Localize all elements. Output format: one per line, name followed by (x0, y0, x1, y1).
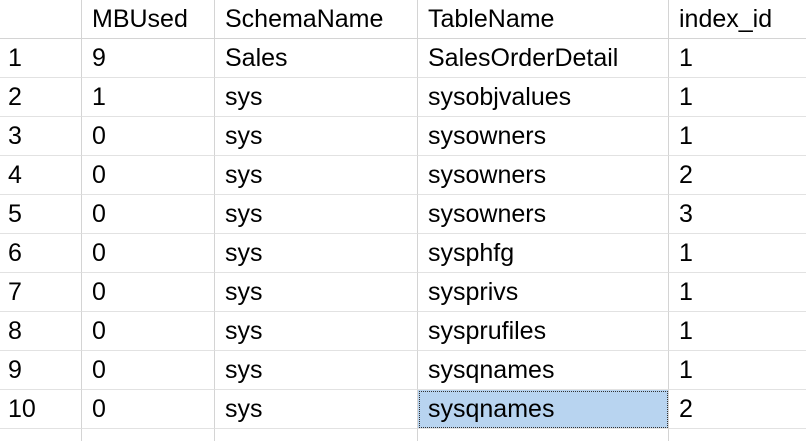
cell-index-id[interactable]: 1 (669, 39, 806, 78)
column-header-tablename[interactable]: TableName (418, 0, 669, 39)
cell-tablename[interactable]: sysobjvalues (418, 78, 669, 117)
cell-schemaname[interactable]: sys (215, 78, 418, 117)
row-number[interactable]: 6 (0, 234, 82, 273)
cell-mbused[interactable]: 0 (82, 390, 215, 429)
row-number[interactable]: 8 (0, 312, 82, 351)
cell-tablename[interactable]: sysowners (418, 117, 669, 156)
row-number[interactable]: 2 (0, 78, 82, 117)
table-row[interactable]: 3 0 sys sysowners 1 (0, 117, 806, 156)
cell-index-id[interactable]: 1 (669, 312, 806, 351)
cell-tablename-selected[interactable]: sysqnames (418, 390, 669, 429)
cell-tablename[interactable]: sysowners (418, 195, 669, 234)
row-number-header[interactable] (0, 0, 82, 39)
cell-mbused[interactable]: 0 (82, 156, 215, 195)
cell-schemaname[interactable]: sys (215, 312, 418, 351)
cell-tablename[interactable]: SalesOrderDetail (418, 39, 669, 78)
cell-schemaname[interactable]: sys (215, 390, 418, 429)
table-row[interactable]: 10 0 sys sysqnames 2 (0, 390, 806, 429)
row-number[interactable]: 5 (0, 195, 82, 234)
cell-schemaname[interactable]: sys (215, 117, 418, 156)
column-header-index-id[interactable]: index_id (669, 0, 806, 39)
cell-schemaname[interactable]: sys (215, 195, 418, 234)
cell-schemaname[interactable]: sys (215, 351, 418, 390)
cell-tablename[interactable]: sysowners (418, 156, 669, 195)
cell-mbused[interactable]: 0 (82, 234, 215, 273)
table-row[interactable]: 7 0 sys sysprivs 1 (0, 273, 806, 312)
row-number[interactable]: 3 (0, 117, 82, 156)
row-number[interactable] (0, 429, 82, 441)
cell-mbused[interactable]: 0 (82, 312, 215, 351)
cell-tablename[interactable]: sysprufiles (418, 312, 669, 351)
cell-index-id[interactable] (669, 429, 806, 441)
cell-index-id[interactable]: 1 (669, 234, 806, 273)
cell-mbused[interactable]: 9 (82, 39, 215, 78)
row-number[interactable]: 9 (0, 351, 82, 390)
cell-mbused[interactable]: 0 (82, 195, 215, 234)
cell-schemaname[interactable]: sys (215, 156, 418, 195)
row-number[interactable]: 7 (0, 273, 82, 312)
table-row[interactable]: 6 0 sys sysphfg 1 (0, 234, 806, 273)
cell-index-id[interactable]: 1 (669, 117, 806, 156)
cell-mbused[interactable]: 0 (82, 273, 215, 312)
cell-schemaname[interactable]: sys (215, 234, 418, 273)
cell-mbused[interactable]: 0 (82, 351, 215, 390)
cell-index-id[interactable]: 2 (669, 156, 806, 195)
table-row-partial[interactable] (0, 429, 806, 441)
row-number[interactable]: 1 (0, 39, 82, 78)
cell-tablename[interactable] (418, 429, 669, 441)
table-row[interactable]: 9 0 sys sysqnames 1 (0, 351, 806, 390)
table-row[interactable]: 8 0 sys sysprufiles 1 (0, 312, 806, 351)
table-row[interactable]: 2 1 sys sysobjvalues 1 (0, 78, 806, 117)
column-header-schemaname[interactable]: SchemaName (215, 0, 418, 39)
cell-index-id[interactable]: 1 (669, 351, 806, 390)
column-header-mbused[interactable]: MBUsed (82, 0, 215, 39)
cell-tablename[interactable]: sysqnames (418, 351, 669, 390)
cell-index-id[interactable]: 1 (669, 78, 806, 117)
cell-mbused[interactable]: 1 (82, 78, 215, 117)
grid-header-row: MBUsed SchemaName TableName index_id (0, 0, 806, 39)
row-number[interactable]: 10 (0, 390, 82, 429)
cell-index-id[interactable]: 3 (669, 195, 806, 234)
table-row[interactable]: 4 0 sys sysowners 2 (0, 156, 806, 195)
cell-mbused[interactable] (82, 429, 215, 441)
cell-schemaname[interactable]: sys (215, 273, 418, 312)
cell-tablename[interactable]: sysphfg (418, 234, 669, 273)
row-number[interactable]: 4 (0, 156, 82, 195)
cell-schemaname[interactable] (215, 429, 418, 441)
table-row[interactable]: 5 0 sys sysowners 3 (0, 195, 806, 234)
cell-mbused[interactable]: 0 (82, 117, 215, 156)
table-row[interactable]: 1 9 Sales SalesOrderDetail 1 (0, 39, 806, 78)
cell-index-id[interactable]: 2 (669, 390, 806, 429)
cell-tablename[interactable]: sysprivs (418, 273, 669, 312)
cell-index-id[interactable]: 1 (669, 273, 806, 312)
cell-schemaname[interactable]: Sales (215, 39, 418, 78)
